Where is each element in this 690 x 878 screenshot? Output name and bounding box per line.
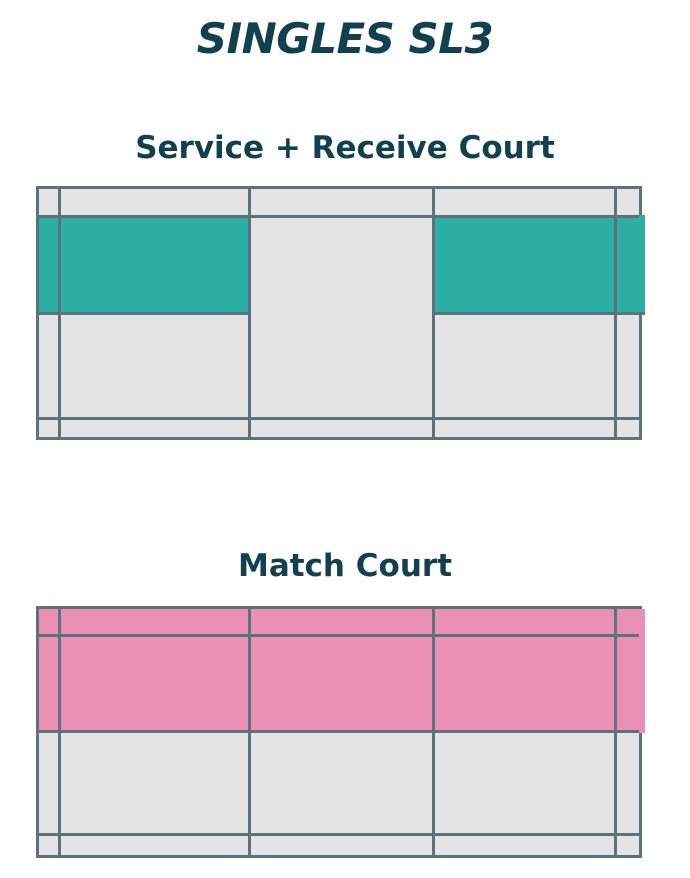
court-line-vertical-mid-right — [432, 189, 435, 437]
court-line-horizontal-bottom — [39, 833, 639, 836]
page-title: SINGLES SL3 — [196, 14, 494, 63]
section-title-service-receive: Service + Receive Court — [135, 130, 555, 166]
section-title-match: Match Court — [237, 548, 453, 584]
court-line-horizontal-top — [39, 215, 639, 218]
service-receive-court-diagram — [36, 186, 645, 440]
match-zone-full-width — [39, 609, 645, 733]
service-zone-left — [39, 215, 251, 312]
court-line-horizontal-middle — [39, 730, 639, 733]
court-line-horizontal-service-right — [435, 312, 645, 315]
match-court-diagram — [36, 606, 645, 858]
court-line-horizontal-bottom — [39, 417, 639, 420]
court-line-horizontal-top — [39, 634, 639, 637]
court-line-horizontal-service-left — [39, 312, 251, 315]
service-zone-right — [435, 215, 645, 312]
